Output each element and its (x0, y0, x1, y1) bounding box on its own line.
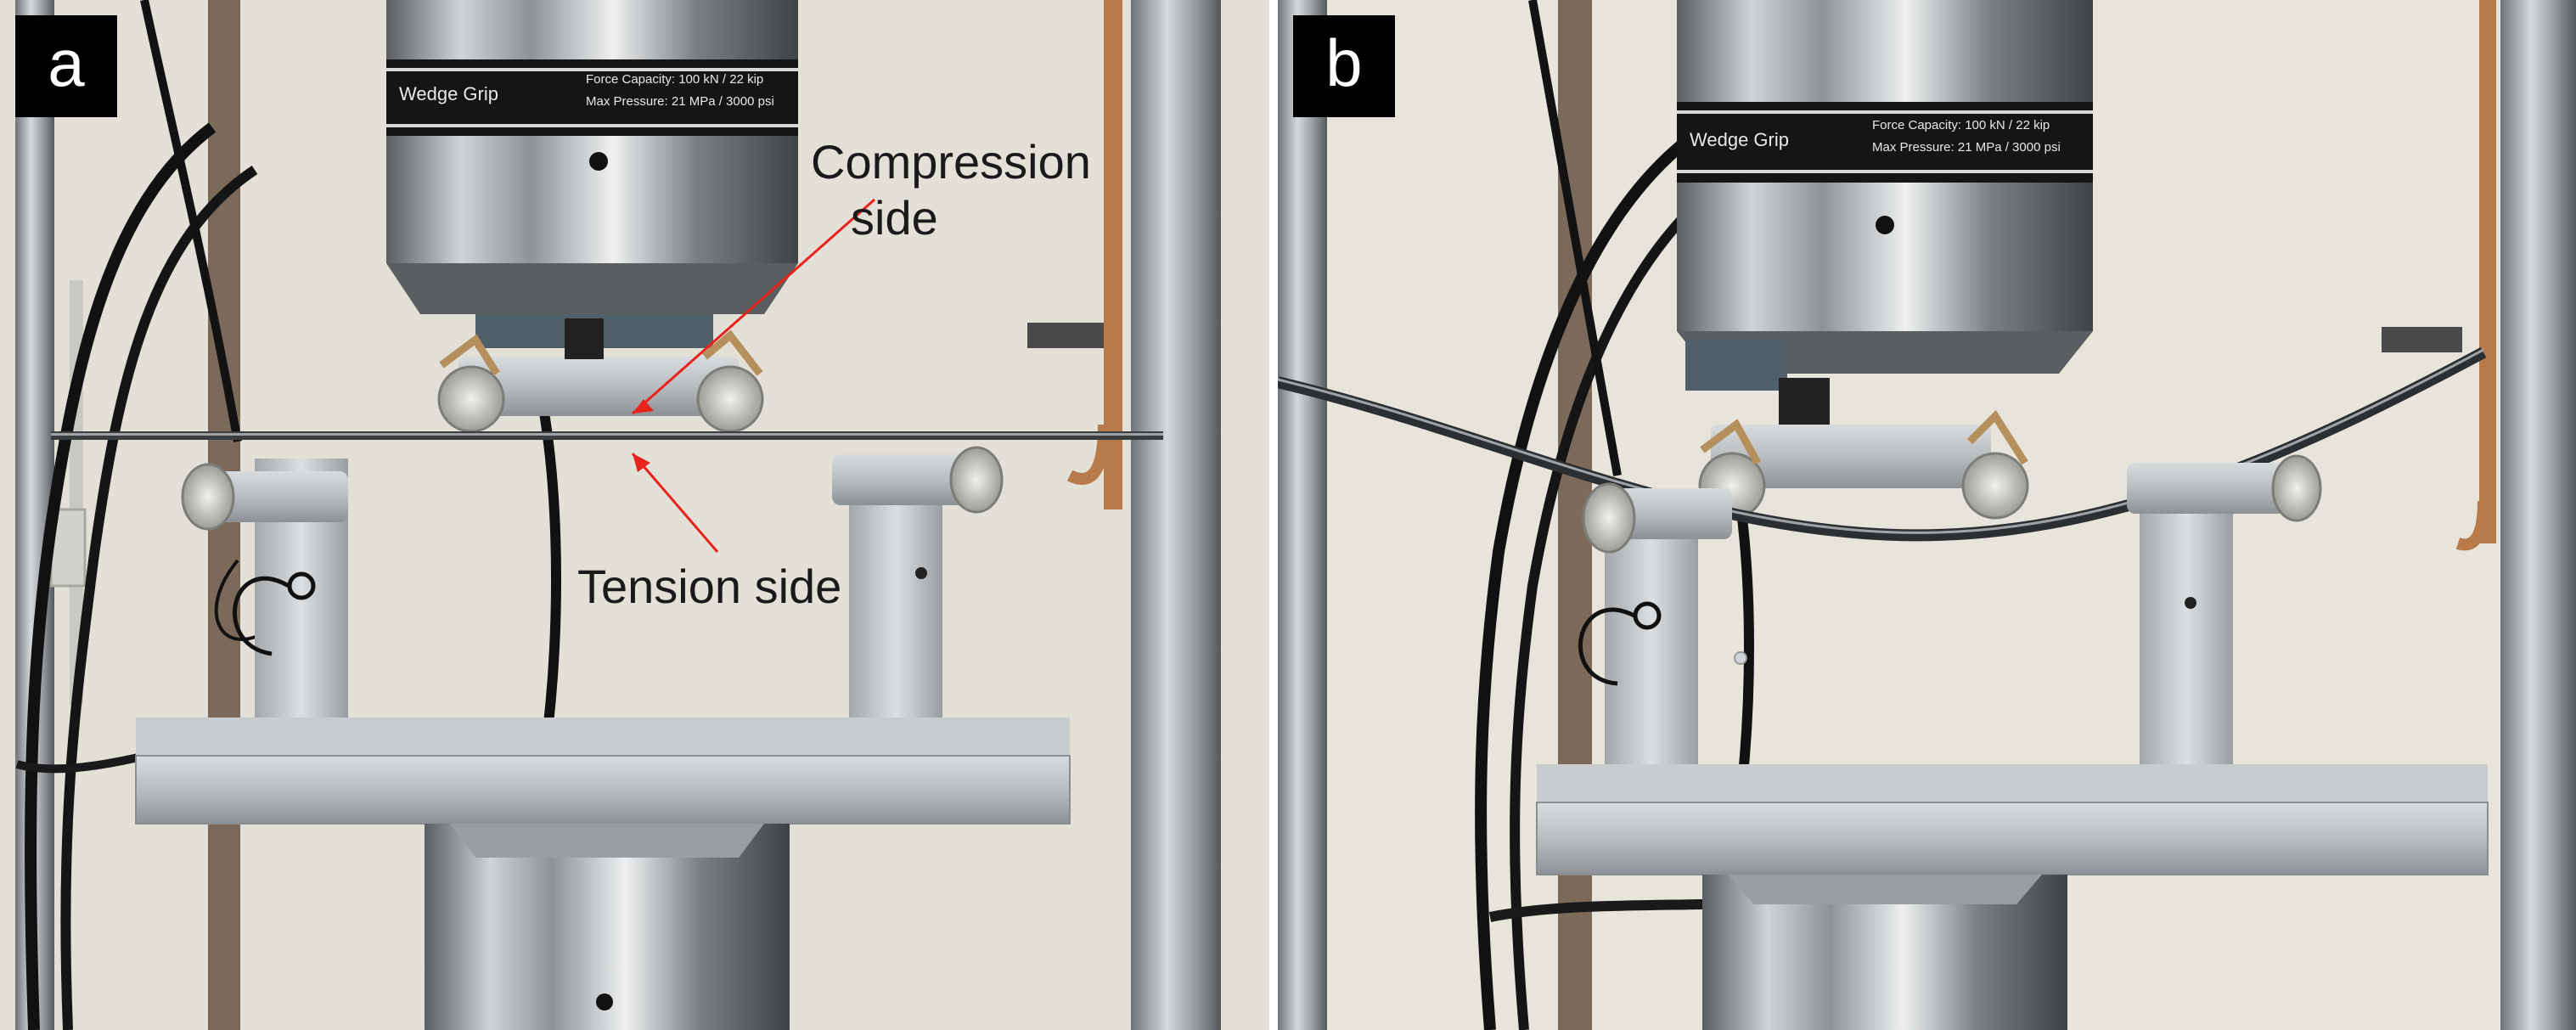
annotation-compression-line1: Compression (811, 135, 1091, 189)
grip-max-pressure-a: Max Pressure: 21 MPa / 3000 psi (586, 94, 774, 109)
panel-label-a: a (15, 15, 117, 117)
annotation-compression-line2: side (851, 191, 938, 245)
grip-force-capacity-a: Force Capacity: 100 kN / 22 kip (586, 72, 763, 87)
panel-label-b: b (1293, 15, 1395, 117)
photo-b-scene: Wedge Grip Force Capacity: 100 kN / 22 k… (1278, 0, 2576, 1030)
grip-brand-a: Wedge Grip (399, 83, 498, 104)
grip-force-capacity-b: Force Capacity: 100 kN / 22 kip (1872, 118, 2050, 132)
photo-a-scene: Wedge Grip Force Capacity: 100 kN / 22 k… (0, 0, 1269, 1030)
grip-brand-b: Wedge Grip (1690, 129, 1789, 150)
photo-panel-a: Wedge Grip Force Capacity: 100 kN / 22 k… (0, 0, 1269, 1030)
annotation-tension-side: Tension side (577, 560, 842, 613)
photo-panel-b: Wedge Grip Force Capacity: 100 kN / 22 k… (1278, 0, 2576, 1030)
grip-max-pressure-b: Max Pressure: 21 MPa / 3000 psi (1872, 140, 2061, 155)
